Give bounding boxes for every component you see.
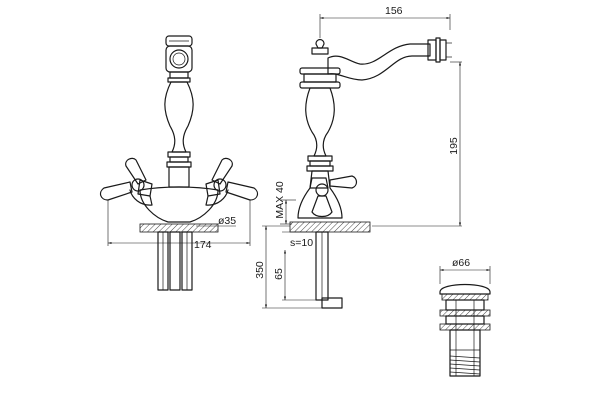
handle-span-label: 174 [194, 239, 212, 251]
waste-thread [449, 355, 481, 375]
total-length-label: 350 [254, 261, 266, 279]
waste-tail [449, 329, 481, 377]
front-view: 174 ø35 [99, 35, 259, 291]
spacer-label: s=10 [290, 237, 313, 249]
column-body-side [305, 87, 335, 157]
waste-cap [439, 283, 491, 295]
right-cross-handle [205, 157, 259, 206]
column-body-front [164, 81, 194, 153]
spout-reach-label: 156 [385, 5, 403, 17]
waste-flange [441, 293, 489, 301]
deck-plate-side [289, 221, 371, 233]
deck-plate-front [139, 223, 219, 233]
valve-body-front [139, 186, 219, 223]
swan-neck-spout [327, 43, 431, 81]
max-deck-label: MAX 40 [274, 181, 286, 219]
spout-nozzle-side [427, 37, 452, 63]
hole-diameter-label: ø35 [218, 215, 236, 227]
side-cross-handle [309, 175, 358, 218]
waste-diameter-label: ø66 [452, 257, 470, 269]
supply-tails-front [157, 231, 193, 291]
height-label: 195 [448, 137, 460, 155]
left-cross-handle [99, 157, 153, 206]
valve-body-side [297, 170, 343, 219]
tail-side [315, 231, 343, 309]
waste-view: ø66 [439, 257, 491, 377]
spout-nozzle-front [165, 35, 193, 73]
side-view: 156 [254, 5, 462, 309]
tail-length-label: 65 [273, 268, 285, 280]
